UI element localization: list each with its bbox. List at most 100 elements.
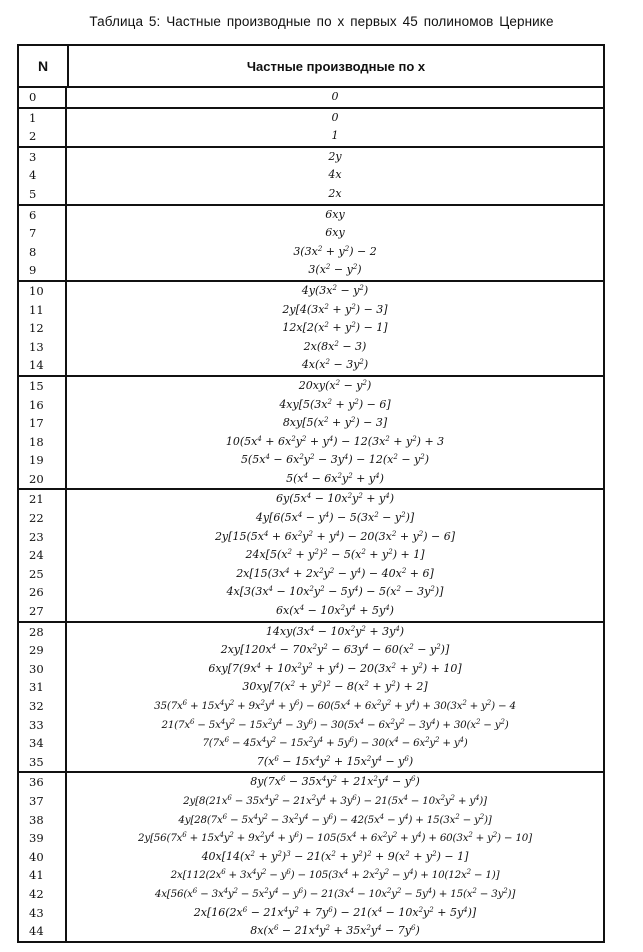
row-index: 10 <box>19 281 67 301</box>
row-formula: 2y[56(7x6 + 15x4y2 + 9x2y4 + y6) − 105(5… <box>138 831 532 845</box>
row-formula: 4x(x2 − 3y2) <box>301 358 369 372</box>
row-index: 6 <box>19 205 67 225</box>
row-formula: 6x(x4 − 10x2y4 + 5y4) <box>276 604 394 618</box>
table-row: 9 3(x2 − y2) <box>19 261 603 280</box>
row-formula: 2y[15(5x4 + 6x2y2 + y4) − 20(3x2 + y2) −… <box>214 529 456 543</box>
table-row: 3 2y <box>19 147 603 167</box>
row-index: 11 <box>19 300 67 320</box>
row-formula: 2x[112(2x6 + 3x4y2 − y6) − 105(3x4 + 2x2… <box>170 868 500 882</box>
row-index: 24 <box>19 546 67 565</box>
table-row: 32 35(7x6 + 15x4y2 + 9x2y4 + y6) − 60(5x4… <box>19 697 603 716</box>
row-index: 43 <box>19 903 67 923</box>
row-index: 13 <box>19 337 67 357</box>
table-row: 33 21(7x6 − 5x4y2 − 15x2y4 − 3y6) − 30(5x… <box>19 715 603 735</box>
row-formula: 4x <box>328 168 342 182</box>
table-row: 19 5(5x4 − 6x2y2 − 3y4) − 12(x2 − y2) <box>19 451 603 470</box>
row-index: 42 <box>19 884 67 904</box>
table-row: 25 2x[15(3x4 + 2x2y2 − y4) − 40x2 + 6] <box>19 564 603 584</box>
row-formula: 2x[15(3x4 + 2x2y2 − y4) − 40x2 + 6] <box>236 566 434 580</box>
row-index: 9 <box>19 261 67 280</box>
row-formula: 3(3x2 + y2) − 2 <box>293 244 377 258</box>
row-formula: 5(x4 − 6x2y2 + y4) <box>286 471 384 485</box>
row-formula: 8xy[5(x2 + y2) − 3] <box>282 416 388 430</box>
row-index: 31 <box>19 678 67 697</box>
row-index: 22 <box>19 509 67 528</box>
row-formula: 2y[8(21x6 − 35x4y2 − 21x2y4 + 3y6) − 21(… <box>183 793 487 807</box>
row-formula: 7(7x6 − 45x4y2 − 15x2y4 + 5y6) − 30(x4 −… <box>202 736 468 750</box>
row-formula: 21(7x6 − 5x4y2 − 15x2y4 − 3y6) − 30(5x4 … <box>161 717 509 731</box>
row-index: 3 <box>19 147 67 167</box>
row-formula: 2y <box>328 149 342 163</box>
row-formula: 8x(x6 − 21x4y2 + 35x2y4 − 7y6) <box>250 924 420 938</box>
table-row: 37 2y[8(21x6 − 35x4y2 − 21x2y4 + 3y6) − 2… <box>19 791 603 811</box>
row-formula: 2x(8x2 − 3) <box>303 339 367 353</box>
row-index: 37 <box>19 791 67 811</box>
table-row: 13 2x(8x2 − 3) <box>19 337 603 357</box>
row-index: 17 <box>19 414 67 433</box>
row-formula: 2x <box>328 186 342 200</box>
row-index: 32 <box>19 697 67 716</box>
row-formula: 10(5x4 + 6x2y2 + y4) − 12(3x2 + y2) + 3 <box>225 434 445 448</box>
table-header: N Частные производные по x <box>19 46 603 88</box>
row-index: 34 <box>19 734 67 753</box>
table-row: 20 5(x4 − 6x2y2 + y4) <box>19 469 603 489</box>
row-index: 35 <box>19 752 67 772</box>
row-index: 0 <box>19 88 67 107</box>
row-index: 27 <box>19 602 67 621</box>
header-formula: Частные производные по x <box>246 58 426 74</box>
row-formula: 30xy[7(x2 + y2)2 − 8(x2 + y2) + 2] <box>242 680 428 694</box>
row-index: 23 <box>19 527 67 547</box>
row-index: 20 <box>19 469 67 489</box>
row-index: 28 <box>19 622 67 642</box>
row-index: 7 <box>19 224 67 243</box>
table-row: 34 7(7x6 − 45x4y2 − 15x2y4 + 5y6) − 30(x4… <box>19 734 603 753</box>
table-row: 23 2y[15(5x4 + 6x2y2 + y4) − 20(3x2 + y2)… <box>19 527 603 547</box>
table-row: 43 2x[16(2x6 − 21x4y2 + 7y6) − 21(x4 − 10… <box>19 903 603 923</box>
row-formula: 4x[56(x6 − 3x4y2 − 5x2y4 − y6) − 21(3x4 … <box>154 886 516 900</box>
row-formula: 4y[6(5x4 − y4) − 5(3x2 − y2)] <box>255 511 415 525</box>
row-index: 33 <box>19 715 67 735</box>
row-index: 30 <box>19 659 67 679</box>
row-formula: 3(x2 − y2) <box>308 263 362 277</box>
row-index: 19 <box>19 451 67 470</box>
row-formula: 35(7x6 + 15x4y2 + 9x2y4 + y6) − 60(5x4 +… <box>154 699 516 713</box>
row-formula: 2x[16(2x6 − 21x4y2 + 7y6) − 21(x4 − 10x2… <box>193 905 477 919</box>
row-index: 39 <box>19 829 67 848</box>
row-formula: 6y(5x4 − 10x2y2 + y4) <box>276 492 394 506</box>
header-n: N <box>19 46 69 86</box>
row-index: 25 <box>19 564 67 584</box>
table-row: 31 30xy[7(x2 + y2)2 − 8(x2 + y2) + 2] <box>19 678 603 697</box>
table-row: 22 4y[6(5x4 − y4) − 5(3x2 − y2)] <box>19 509 603 528</box>
row-formula: 5(5x4 − 6x2y2 − 3y4) − 12(x2 − y2) <box>240 453 430 467</box>
row-index: 1 <box>19 108 67 128</box>
row-index: 38 <box>19 810 67 830</box>
